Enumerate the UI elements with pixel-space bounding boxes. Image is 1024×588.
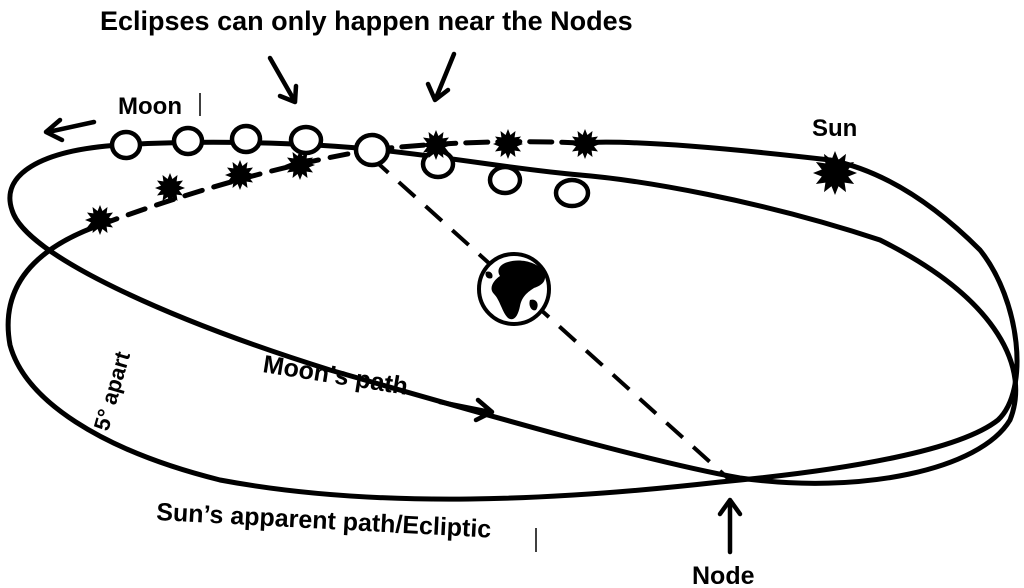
moon-phase-icon xyxy=(229,123,263,155)
suns-path-label: Sun’s apparent path/Ecliptic xyxy=(156,498,492,544)
sun-star-icon xyxy=(155,173,185,203)
moon-positions xyxy=(109,123,591,209)
moon-phase-icon xyxy=(553,177,591,209)
moon-phase-icon xyxy=(171,125,205,157)
moon-phase-icon xyxy=(353,132,391,168)
moon-direction-arrow xyxy=(43,117,97,143)
moon-label: Moon xyxy=(118,93,182,120)
node-label: Node xyxy=(692,562,755,588)
ecliptic-dashed-arc xyxy=(97,147,373,228)
sun-star-icon xyxy=(285,150,315,180)
moon-phase-icon xyxy=(288,124,324,156)
sun-star-icon xyxy=(570,129,600,159)
title-arrow-left xyxy=(267,55,299,105)
sun-star-icon xyxy=(493,129,523,159)
sun-star-icon xyxy=(85,205,115,235)
ecliptic-upper-arc xyxy=(577,139,833,163)
sun-star-icon xyxy=(225,160,255,190)
sun-positions xyxy=(85,129,857,235)
moon-phase-icon xyxy=(109,129,143,161)
moon-phase-icon xyxy=(487,164,523,196)
sun-star-icon xyxy=(421,130,451,160)
moons-path-label: Moon’s path xyxy=(261,350,410,401)
sun-label: Sun xyxy=(812,115,857,142)
ecliptic-path xyxy=(5,157,1020,502)
diagram-title: Eclipses can only happen near the Nodes xyxy=(100,6,633,36)
degrees-apart-label: 5° apart xyxy=(89,348,136,433)
earth-globe-icon xyxy=(477,252,551,326)
ecliptic-mid-arc xyxy=(367,139,583,153)
line-of-nodes xyxy=(370,156,732,482)
title-arrow-right xyxy=(425,51,457,103)
sun-star-icon xyxy=(813,151,857,195)
moons-path-arrow xyxy=(437,397,495,423)
node-arrow xyxy=(717,497,743,555)
